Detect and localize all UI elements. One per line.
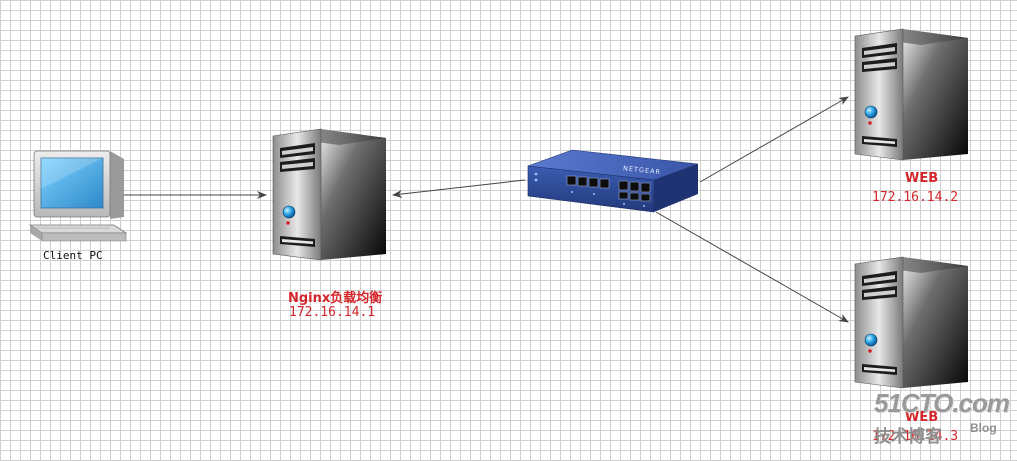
link-switch-nginx (392, 179, 526, 198)
watermark: 51CTO.com 技术博客 Blog (868, 388, 1013, 452)
web-server-1-icon (854, 28, 969, 161)
watermark-tagline: 技术博客 (874, 427, 942, 447)
nginx-ip-label: 172.16.14.1 (289, 305, 376, 320)
connections (124, 96, 849, 323)
switch-icon: NETGEAR (527, 149, 699, 213)
web2-ip-label: 172.16.14.3 (872, 429, 959, 444)
web1-ip-label: 172.16.14.2 (872, 190, 959, 205)
web-server-2-icon (854, 256, 969, 389)
nginx-server-icon (272, 128, 387, 261)
client-pc-icon (28, 150, 128, 242)
client-pc-label: Client PC (43, 249, 103, 262)
watermark-blog: Blog (970, 421, 997, 435)
switch-brand-label: NETGEAR (623, 164, 662, 176)
link-switch-web2 (655, 211, 849, 323)
link-switch-web1 (699, 96, 849, 183)
web2-name-label: WEB (905, 410, 939, 425)
nginx-name-label: Nginx负载均衡 (288, 291, 383, 306)
watermark-site: 51CTO.com (874, 388, 1010, 418)
web1-name-label: WEB (905, 171, 939, 186)
